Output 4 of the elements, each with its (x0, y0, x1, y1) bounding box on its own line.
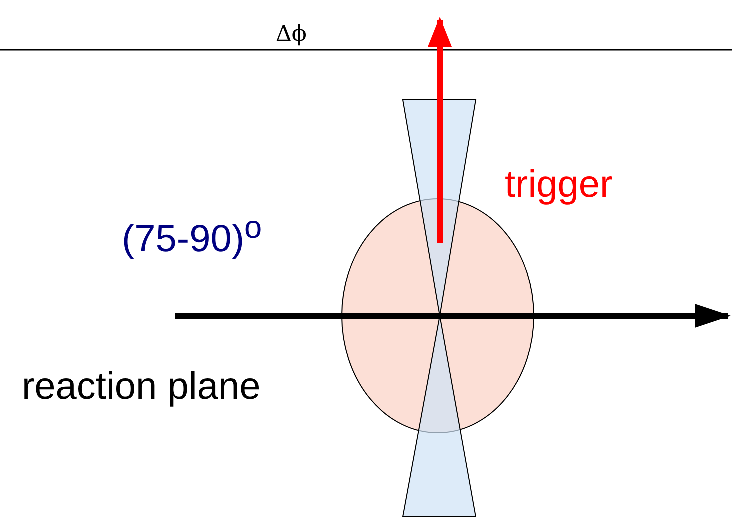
angle-label: Δϕ (276, 24, 307, 46)
angle-range-label: (75-90)$^{o}$ (122, 212, 262, 259)
trigger-label: trigger (505, 166, 613, 204)
reaction-plane-label: reaction plane (22, 368, 261, 406)
